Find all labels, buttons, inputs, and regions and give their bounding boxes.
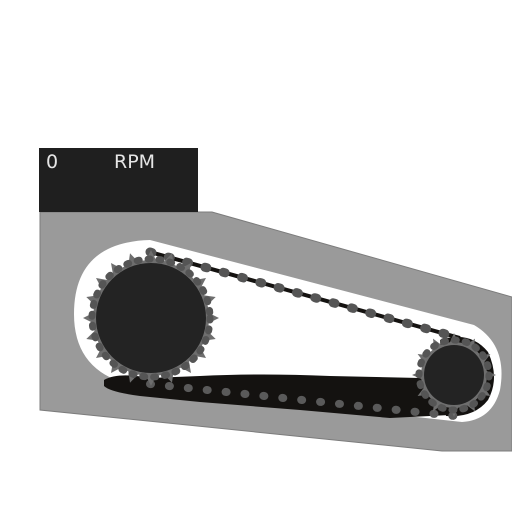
rpm-value: 0 xyxy=(46,151,59,173)
rpm-unit-label: RPM xyxy=(114,151,156,173)
small-sprocket-hub xyxy=(424,345,484,405)
small-sprocket-chain-rollers xyxy=(415,336,493,414)
small-sprocket xyxy=(412,333,496,417)
large-sprocket-hub xyxy=(96,263,206,373)
large-sprocket-chain-rollers xyxy=(88,255,214,381)
chain-lower-rollers xyxy=(146,380,459,420)
rpm-display-panel: 0 RPM xyxy=(39,148,198,212)
chain-upper-run xyxy=(145,247,465,343)
large-sprocket xyxy=(83,250,219,386)
